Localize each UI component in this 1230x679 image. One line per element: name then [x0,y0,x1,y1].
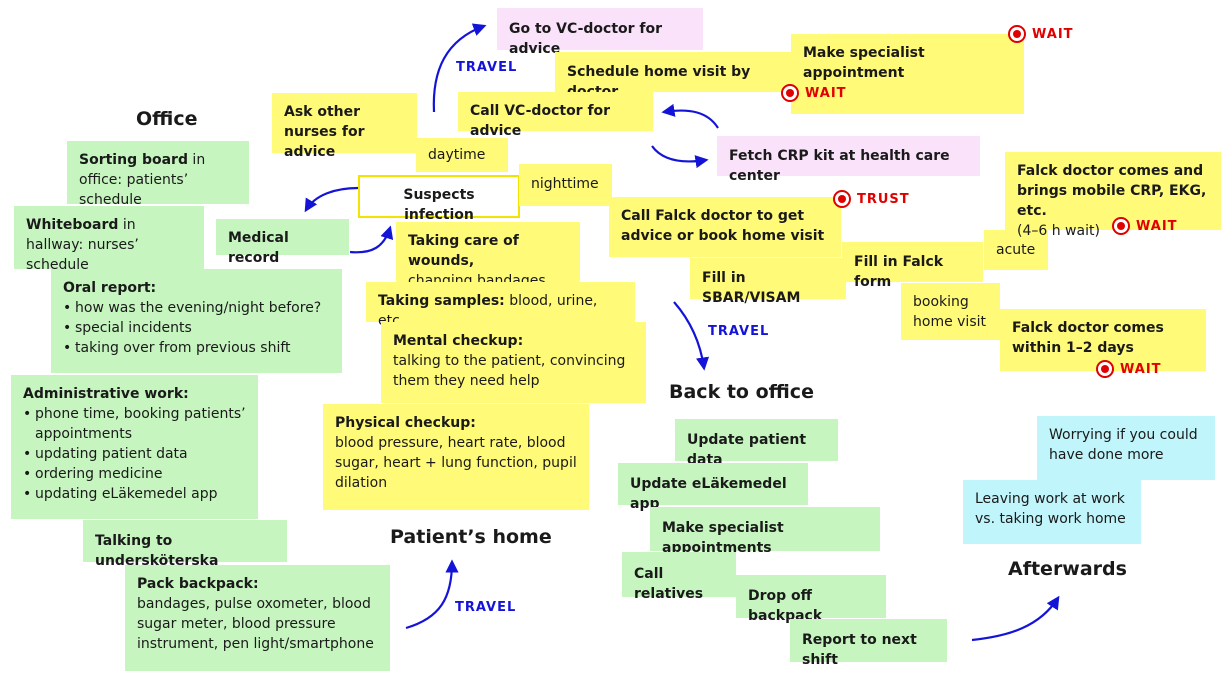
ask-nurses-note: Ask other nurses for advice [272,93,417,160]
wounds-note: Taking care of wounds, changing bandages [396,222,580,289]
wait-signal: WAIT [1112,217,1178,235]
report-next-shift-note: Report to next shift [790,619,947,668]
arrow-to-afterwards [971,595,1060,642]
travel-label: TRAVEL [455,600,517,615]
whiteboard-note: Whiteboard in hallway: nurses’ schedule [14,206,204,273]
wait-icon [781,84,799,102]
wait-text: WAIT [1032,26,1074,42]
call-relatives-note: Call relatives [622,552,736,602]
wait-text: WAIT [1120,361,1162,377]
sorting-board-note: Sorting board in office: patients’ sched… [67,141,249,208]
call-vc-doctor-note: Call VC-doctor for advice [458,92,653,139]
trust-text: TRUST [857,191,910,207]
suspects-infection-box: Suspects infection [358,175,520,223]
admin-item: updating patient data [23,444,246,464]
whiteboard-text: in hallway: nurses’ schedule [26,217,139,273]
arrow-to-call-vc [661,103,719,129]
admin-item: ordering medicine [23,464,246,484]
wounds-title: Taking care of wounds, [408,233,519,269]
travel-label: TRAVEL [708,324,770,339]
heading-afterwards: Afterwards [1008,558,1127,580]
heading-patients-home: Patient’s home [390,526,552,548]
physical-checkup-note: Physical checkup: blood pressure, heart … [323,404,589,510]
wait-text: WAIT [805,85,847,101]
sorting-board-title: Sorting board [79,152,188,168]
admin-item: phone time, booking patients’ appointmen… [23,404,246,444]
acute-label: acute [984,230,1048,270]
make-specialist-appointments-note: Make specialist appointments [650,507,880,556]
wait-signal: WAIT [781,84,847,102]
wait-signal: WAIT [1096,360,1162,378]
drop-backpack-note: Drop off backpack [736,575,886,624]
talking-note: Talking to undersköterska [83,520,287,569]
arrow-to-back-office [673,301,710,371]
pack-backpack-title: Pack backpack: [137,576,259,592]
arrow-to-fetch-crp [651,145,709,169]
samples-title: Taking samples: [378,293,505,309]
wait-text: WAIT [1136,218,1178,234]
sorting-board-text: in office: patients’ schedule [79,152,206,208]
oral-report-note: Oral report: how was the evening/night b… [51,269,342,373]
trust-icon [833,190,851,208]
falck-comes-note: Falck doctor comes and brings mobile CRP… [1005,152,1221,239]
call-falck-note: Call Falck doctor to get advice or book … [609,197,841,257]
arrow-to-medical-record [304,186,359,213]
falck-form-note: Fill in Falck form [842,242,983,290]
make-specialist-note: Make specialist appointment [791,34,1024,114]
sbar-note: Fill in SBAR/VISAM [690,258,846,306]
physical-checkup-title: Physical checkup: [335,415,476,431]
wait-icon [1112,217,1130,235]
arrow-from-medical-record [349,225,394,254]
mental-checkup-note: Mental checkup: talking to the patient, … [381,322,646,403]
fetch-crp-note: Fetch CRP kit at health care center [717,136,980,184]
whiteboard-title: Whiteboard [26,217,119,233]
mental-checkup-title: Mental checkup: [393,333,524,349]
daytime-label: daytime [416,138,508,172]
go-vc-doctor-note: Go to VC-doctor for advice [497,8,703,57]
pack-backpack-note: Pack backpack: bandages, pulse oxometer,… [125,565,390,671]
arrow-to-patients-home [405,559,459,630]
admin-item: updating eLäkemedel app [23,484,246,504]
heading-back-to-office: Back to office [669,381,814,403]
oral-report-item: taking over from previous shift [63,338,330,358]
admin-title: Administrative work: [23,386,189,402]
wait-signal: WAIT [1008,25,1074,43]
falck-comes-title: Falck doctor comes and brings mobile CRP… [1017,163,1207,219]
nighttime-label: nighttime [519,164,612,206]
arrow-to-vc-doctor [432,23,487,113]
trust-signal: TRUST [833,190,910,208]
worrying-note: Worrying if you could have done more [1037,416,1215,480]
oral-report-item: special incidents [63,318,330,338]
physical-checkup-text: blood pressure, heart rate, blood sugar,… [335,435,577,491]
schedule-home-visit-note: Schedule home visit by doctor [555,52,791,100]
mental-checkup-text: talking to the patient, convincing them … [393,353,626,389]
medical-record-note: Medical record [216,219,349,266]
booking-home-visit-label: booking home visit [901,283,1000,340]
wait-icon [1008,25,1026,43]
update-app-note: Update eLäkemedel app [618,463,808,512]
falck-comes-wait-note: (4–6 h wait) [1017,223,1100,239]
leaving-work-note: Leaving work at work vs. taking work hom… [963,480,1141,544]
oral-report-item: how was the evening/night before? [63,298,330,318]
travel-label: TRAVEL [456,60,518,75]
administrative-work-note: Administrative work: phone time, booking… [11,375,258,519]
oral-report-title: Oral report: [63,280,157,296]
update-patient-data-note: Update patient data [675,419,838,468]
heading-office: Office [136,108,198,130]
samples-note: Taking samples: blood, urine, etc. [366,282,635,329]
wait-icon [1096,360,1114,378]
pack-backpack-text: bandages, pulse oxometer, blood sugar me… [137,596,374,652]
